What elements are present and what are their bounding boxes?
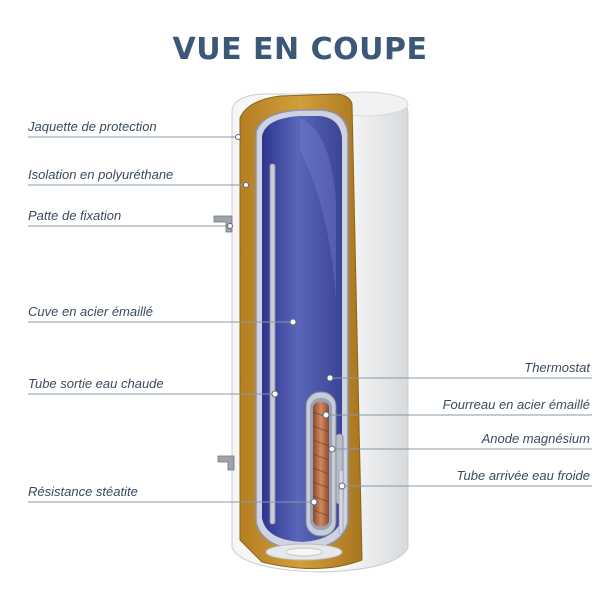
label-tube-sortie: Tube sortie eau chaude	[28, 376, 164, 391]
mounting-bracket	[213, 215, 235, 471]
label-cuve: Cuve en acier émaillé	[28, 304, 154, 319]
label-jaquette: Jaquette de protection	[28, 119, 157, 134]
cold-water-inlet-tube	[338, 469, 344, 535]
label-thermostat: Thermostat	[524, 360, 590, 375]
label-patte: Patte de fixation	[28, 208, 122, 223]
label-tube-arrivee: Tube arrivée eau froide	[456, 468, 590, 483]
hot-water-outlet-tube	[269, 163, 276, 525]
label-resistance: Résistance stéatite	[28, 484, 138, 499]
steatite-heating-element	[312, 402, 330, 526]
leader-lines	[28, 134, 592, 506]
label-isolation: Isolation en polyuréthane	[28, 167, 174, 182]
diagram-title: VUE EN COUPE	[172, 32, 428, 67]
label-fourreau: Fourreau en acier émaillé	[442, 397, 590, 412]
tank-bottom	[265, 543, 343, 561]
label-anode: Anode magnésium	[481, 431, 590, 446]
